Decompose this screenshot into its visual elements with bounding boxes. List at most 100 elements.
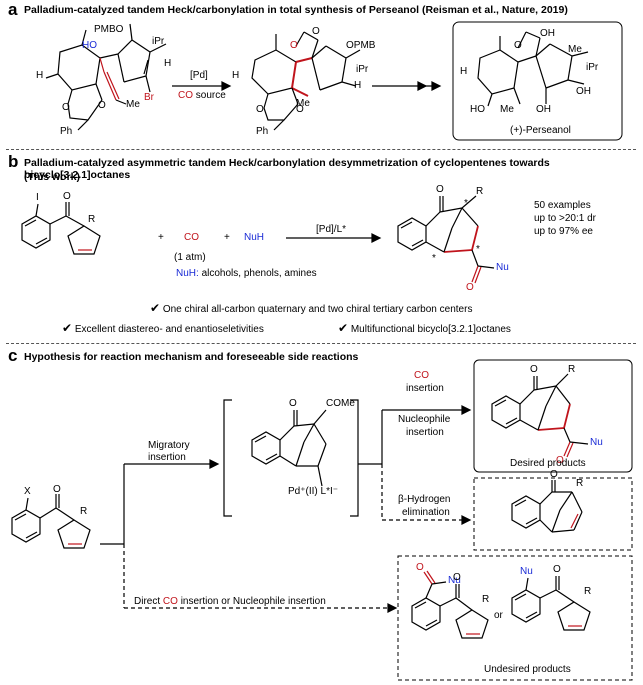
perseanol-structure — [477, 31, 589, 107]
c-undesired-nu-2: Nu — [520, 566, 533, 577]
a3-ho-bottom: HO — [470, 104, 485, 115]
b-prod-star-3: * — [476, 244, 480, 255]
b-prod-star-2: * — [432, 253, 436, 264]
c-desired-o: O — [530, 364, 538, 375]
a1-ph: Ph — [60, 126, 73, 137]
a2-h-right: H — [354, 80, 362, 91]
beta-h-product-box — [473, 477, 633, 551]
a3-oh-right: OH — [576, 86, 591, 97]
a1-br: Br — [144, 92, 154, 103]
a3-oh-top: OH — [540, 28, 555, 39]
c-co-insertion: insertion — [406, 383, 444, 394]
perseanol-box — [452, 21, 623, 141]
c-undesired-o-1: O — [453, 572, 461, 583]
a3-ipr: iPr — [586, 62, 599, 73]
c-beta-r: R — [576, 478, 584, 489]
c-direct-co: CO — [162, 596, 178, 607]
b-sub-i: I — [36, 192, 39, 203]
b-sub-o: O — [63, 191, 71, 202]
c-direct-line: Direct CO insertion or Nucleophile inser… — [134, 596, 326, 607]
panel-c-title: Hypothesis for reaction mechanism and fo… — [24, 351, 359, 363]
a2-h-left: H — [232, 70, 240, 81]
b-stat-dr: up to >20:1 dr — [534, 213, 596, 224]
b-co: CO — [184, 232, 199, 243]
c-int-pd: Pd⁺(II) L*I⁻ — [288, 486, 339, 497]
c-sub-x: X — [24, 486, 31, 497]
b-check-3-text: Multifunctional bicyclo[3.2.1]octanes — [350, 324, 511, 335]
b-prod-nu: Nu — [496, 262, 509, 273]
a3-oh-bottom: OH — [536, 104, 551, 115]
a1-o-right: O — [98, 100, 106, 111]
perseanol-label: (+)-Perseanol — [510, 125, 571, 136]
separator-a-b — [6, 149, 636, 150]
b-nuh-scope: NuH: alcohols, phenols, amines — [176, 268, 317, 279]
b-check-1: ✔ One chiral all-carbon quaternary and t… — [150, 301, 472, 315]
a1-pmbo: PMBO — [94, 24, 124, 35]
b-prod-star-1: * — [464, 198, 468, 209]
a2-ipr: iPr — [356, 64, 369, 75]
c-undesired-r-1: R — [482, 594, 490, 605]
b-stat-ee: up to 97% ee — [534, 226, 593, 237]
desired-products-box — [473, 359, 633, 473]
b-prod-o-amide: O — [466, 282, 474, 293]
checkmark-icon: ✔ — [62, 321, 73, 335]
b-check-1-text: One chiral all-carbon quaternary and two… — [162, 304, 473, 315]
a2-o-ring: O — [290, 40, 298, 51]
a3-o: O — [514, 40, 522, 51]
a-reagent-co: CO — [178, 90, 193, 101]
c-migratory: Migratory — [148, 440, 190, 451]
a1-me: Me — [126, 99, 140, 110]
c-desired-nu: Nu — [590, 437, 603, 448]
a3-h: H — [460, 66, 468, 77]
b-nuh-scope-label: NuH: — [176, 268, 199, 279]
c-direct-suffix: insertion or Nucleophile insertion — [180, 596, 326, 607]
b-plus-1: + — [158, 232, 164, 243]
separator-b-c — [6, 343, 636, 344]
a1-ho: HO — [82, 40, 97, 51]
a1-o-left: O — [62, 102, 70, 113]
b-sub-r: R — [88, 214, 96, 225]
b-check-3: ✔ Multifunctional bicyclo[3.2.1]octanes — [338, 321, 511, 335]
b-check-2-text: Excellent diastereo- and enantioseletivi… — [74, 324, 264, 335]
c-nucleophile: Nucleophile — [398, 414, 451, 425]
a2-opmb: OPMB — [346, 40, 376, 51]
c-or: or — [494, 610, 503, 621]
panel-b-letter: b — [8, 152, 19, 171]
a1-h-left: H — [36, 70, 44, 81]
a3-me-bottom: Me — [500, 104, 514, 115]
panel-a-substrate-structure — [45, 23, 167, 131]
c-nucleophile-insertion: insertion — [406, 427, 444, 438]
panel-a-letter: a — [8, 0, 18, 19]
c-direct-prefix: Direct — [134, 596, 161, 607]
b-plus-2: + — [224, 232, 230, 243]
a2-o-right: O — [296, 104, 304, 115]
b-prod-o: O — [436, 184, 444, 195]
b-co-pressure: (1 atm) — [174, 252, 206, 263]
c-desired-o-amide: O — [556, 455, 564, 466]
panel-c-letter: c — [8, 346, 18, 365]
panel-b-title-line1: Palladium-catalyzed asymmetric tandem He… — [24, 157, 550, 181]
a-reagent-co-line: CO source — [178, 90, 226, 101]
c-elimination: elimination — [402, 507, 450, 518]
c-undesired-r-2: R — [584, 586, 592, 597]
a1-ipr: iPr — [152, 36, 165, 47]
a2-me: Me — [296, 98, 310, 109]
a2-ph: Ph — [256, 126, 269, 137]
undesired-products-box — [397, 555, 633, 681]
a2-o-left: O — [256, 104, 264, 115]
c-beta-o: O — [550, 469, 558, 480]
a-reagent-pd: [Pd] — [190, 70, 208, 81]
c-sub-r: R — [80, 506, 88, 517]
panel-a-intermediate-structure — [251, 31, 361, 131]
b-nuh: NuH — [244, 232, 265, 243]
b-nuh-scope-desc: alcohols, phenols, amines — [201, 268, 317, 279]
b-catalyst: [Pd]/L* — [316, 224, 347, 235]
checkmark-icon: ✔ — [150, 301, 161, 315]
c-undesired-o-amide: O — [416, 562, 424, 573]
c-undesired-o-2: O — [553, 564, 561, 575]
a1-h-right: H — [164, 58, 172, 69]
panel-b-title-line2: (This work) — [24, 171, 81, 183]
